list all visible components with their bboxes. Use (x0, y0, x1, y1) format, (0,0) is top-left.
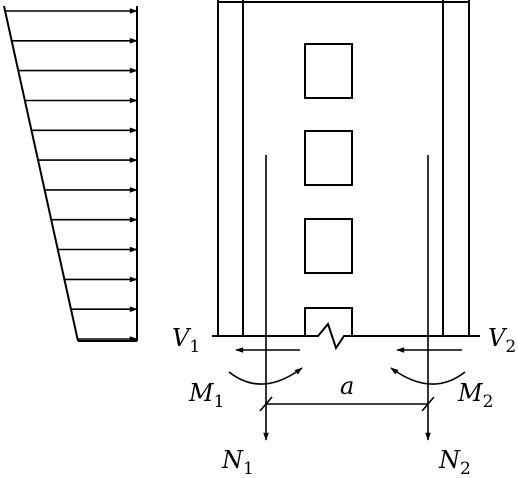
moment-m2-arrow (390, 367, 466, 385)
dimension-a-tick-right (421, 396, 435, 412)
dimension-a-tick-left (259, 396, 273, 412)
label-v1: V1 (172, 324, 200, 357)
wall-opening-3 (304, 218, 353, 274)
lateral-load-diagram (3, 5, 138, 342)
wall-opening-2 (304, 130, 353, 186)
label-m2: M2 (457, 379, 493, 412)
label-a: a (340, 372, 354, 400)
section-cut-line (212, 321, 480, 351)
load-arrows (5, 8, 138, 342)
load-slope-line (3, 5, 79, 342)
label-v2: V2 (488, 324, 516, 357)
wall-pier (212, 0, 480, 351)
wall-opening-4-partial (304, 307, 353, 336)
label-n2: N2 (438, 446, 471, 478)
label-n1: N1 (221, 446, 254, 478)
moment-m1-arrow (228, 367, 303, 385)
label-m1: M1 (188, 379, 224, 412)
wall-opening-1 (304, 43, 353, 99)
